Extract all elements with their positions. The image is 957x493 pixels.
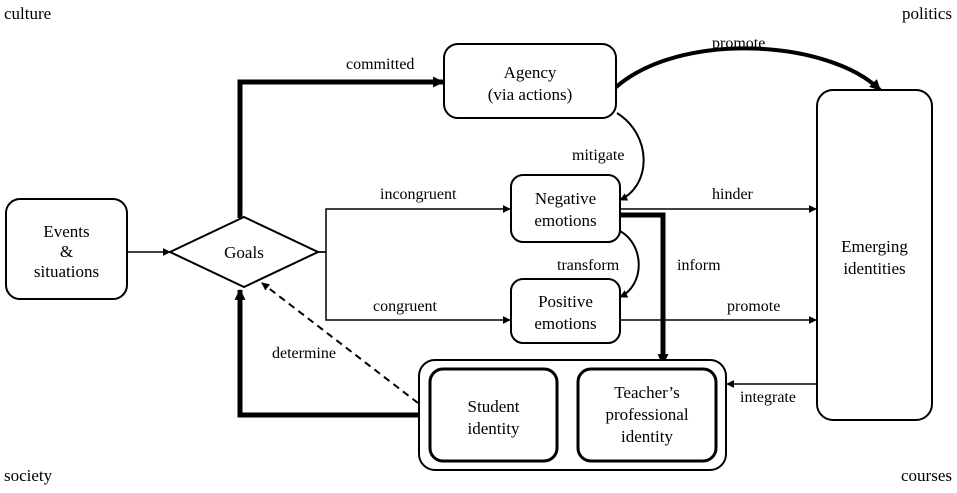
edge-student-goals [261, 282, 419, 404]
node-positive-line1: Positive [538, 292, 593, 311]
node-teacher-line2: professional [605, 405, 688, 424]
node-goals-label: Goals [224, 243, 264, 262]
node-events: Events & situations [5, 198, 128, 300]
edge-label-mitigate: mitigate [572, 147, 624, 164]
node-positive-emotions: Positive emotions [510, 278, 621, 344]
node-agency-line1: Agency [504, 63, 557, 82]
corner-label-courses: courses [901, 466, 952, 485]
edge-agency-negative [616, 112, 645, 201]
edge-label-inform: inform [677, 257, 721, 274]
edge-negative-positive [619, 230, 640, 298]
node-student-identity: Student identity [428, 367, 559, 463]
edge-label-incongruent: incongruent [380, 186, 457, 203]
node-teacher-line1: Teacher’s [614, 383, 680, 402]
node-events-line3: situations [34, 262, 99, 281]
edge-label-transform: transform [557, 257, 620, 274]
edge-negative-teacher [620, 212, 669, 366]
node-emerging-identities: Emerging identities [816, 89, 933, 421]
node-positive-line2: emotions [534, 314, 596, 333]
edge-goals-negative [318, 205, 511, 253]
node-agency: Agency (via actions) [443, 43, 617, 119]
node-goals: Goals [167, 215, 321, 289]
node-negative-line1: Negative [535, 189, 596, 208]
node-events-line1: Events [43, 222, 89, 241]
edge-label-determine: determine [272, 345, 336, 362]
edge-identities-goals [234, 288, 418, 418]
edge-label-committed: committed [346, 56, 414, 73]
node-emerging-line1: Emerging [841, 237, 908, 256]
node-negative-emotions: Negative emotions [510, 174, 621, 243]
edge-label-hinder: hinder [712, 186, 754, 203]
edge-label-integrate: integrate [740, 389, 796, 406]
corner-label-politics: politics [902, 4, 952, 23]
corner-label-culture: culture [4, 4, 51, 23]
edge-label-congruent: congruent [373, 298, 438, 315]
edge-goals-positive [318, 251, 511, 324]
edge-label-promote-top: promote [712, 35, 765, 52]
node-student-line2: identity [468, 419, 520, 438]
node-teacher-line3: identity [621, 427, 673, 446]
node-negative-line2: emotions [534, 211, 596, 230]
node-emerging-line2: identities [843, 259, 905, 278]
node-agency-line2: (via actions) [488, 85, 573, 104]
edge-label-promote-mid: promote [727, 298, 780, 315]
edge-goals-agency [237, 76, 445, 218]
corner-label-society: society [4, 466, 53, 485]
edge-agency-emerging [613, 46, 882, 92]
node-student-line1: Student [468, 397, 520, 416]
node-events-line2: & [60, 242, 73, 261]
node-teacher-identity: Teacher’s professional identity [576, 367, 718, 463]
